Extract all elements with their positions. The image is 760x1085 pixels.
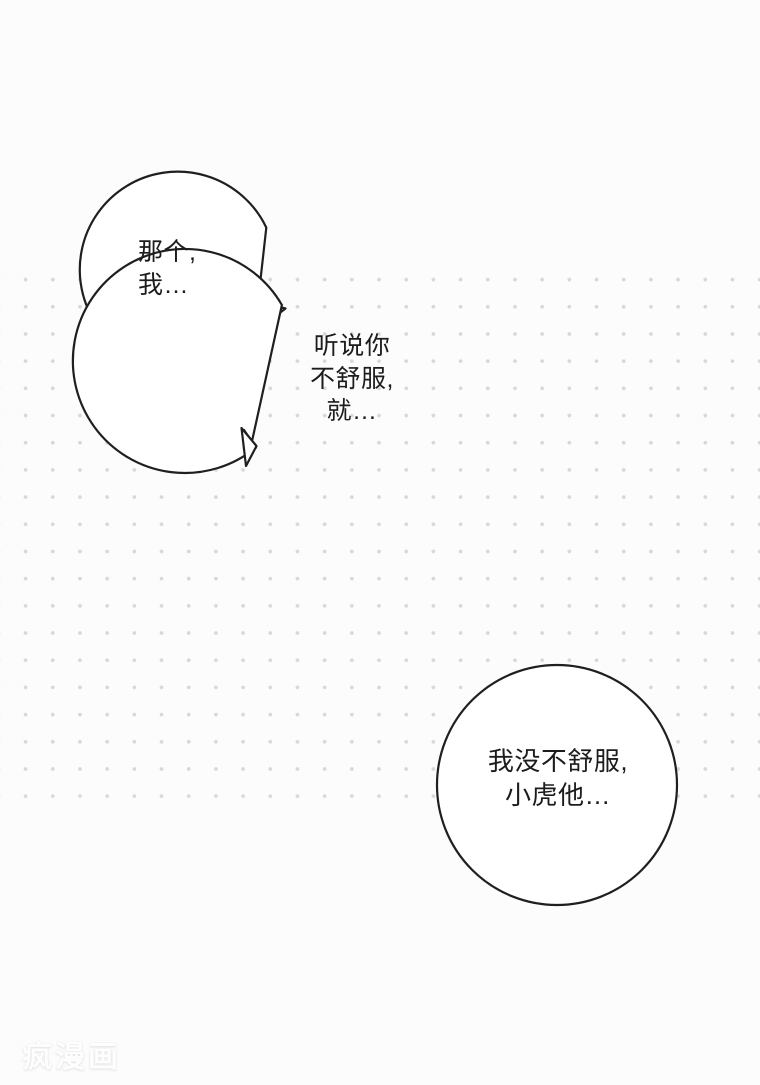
watermark: 疯漫画 — [22, 1041, 121, 1074]
speech-balloon-lower-right-text: 我没不舒服, 小虎他… — [487, 746, 629, 810]
speech-balloon-upper-left-text: 那个, 我… — [138, 238, 197, 299]
speech-balloon-middle-text: 听说你 不舒服, 就… — [310, 332, 394, 425]
